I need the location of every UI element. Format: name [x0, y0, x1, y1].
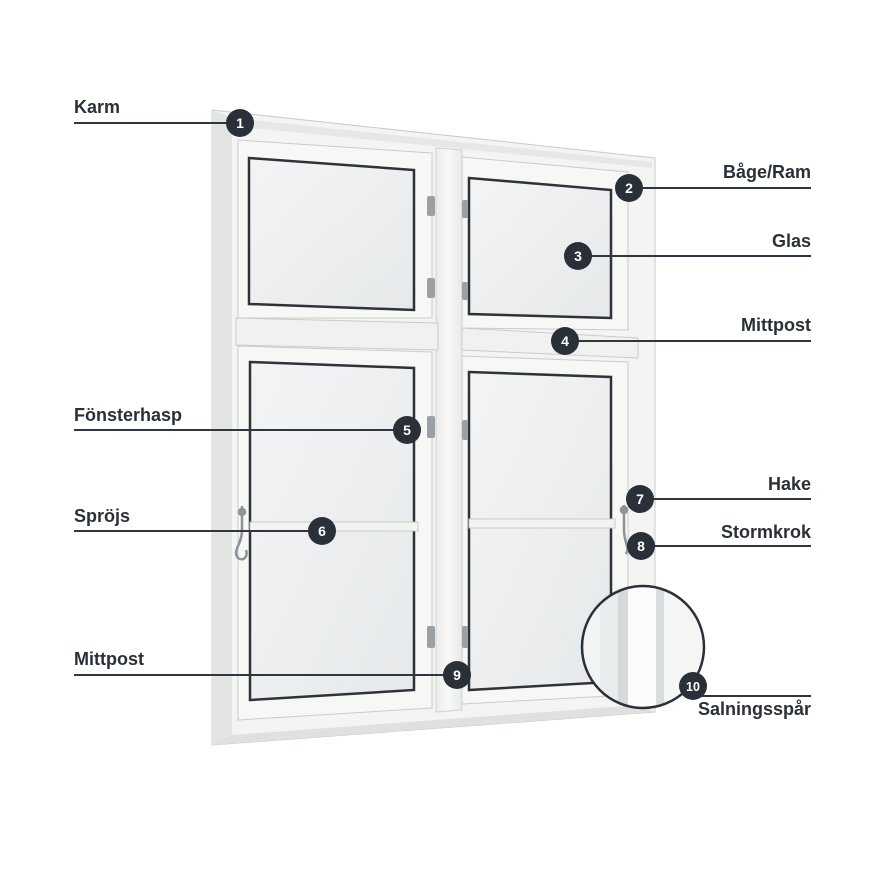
callout-3: 3	[564, 242, 592, 270]
svg-text:7: 7	[636, 491, 644, 507]
svg-text:6: 6	[318, 523, 326, 539]
label-bage-ram: Båge/Ram	[723, 162, 811, 182]
stay-hook-left	[234, 506, 248, 561]
callout-6: 6	[308, 517, 336, 545]
transom-right	[461, 327, 639, 359]
muntin-right	[468, 518, 616, 529]
window-illustration	[211, 109, 706, 746]
svg-text:9: 9	[453, 667, 461, 683]
callout-7: 7	[626, 485, 654, 513]
label-karm: Karm	[74, 97, 120, 117]
label-glas: Glas	[772, 231, 811, 251]
svg-text:3: 3	[574, 248, 582, 264]
svg-text:10: 10	[686, 680, 700, 694]
outer-frame-side	[212, 110, 232, 745]
svg-text:8: 8	[637, 538, 645, 554]
label-sprojs: Spröjs	[74, 506, 130, 526]
part-labels: Karm Båge/Ram Glas Mittpost Fönsterhasp …	[74, 97, 812, 719]
label-mittpost-upper: Mittpost	[741, 315, 811, 335]
zoom-detail	[580, 584, 706, 710]
svg-text:1: 1	[236, 115, 244, 131]
leader-lines	[74, 122, 811, 697]
callout-9: 9	[443, 661, 471, 689]
callout-5: 5	[393, 416, 421, 444]
callout-2: 2	[615, 174, 643, 202]
label-salningsspar: Salningsspår	[698, 699, 811, 719]
stay-hook-right	[619, 505, 629, 555]
outer-frame-bottom	[212, 705, 655, 745]
svg-text:2: 2	[625, 180, 633, 196]
svg-text:4: 4	[561, 333, 569, 349]
callout-8: 8	[627, 532, 655, 560]
callout-4: 4	[551, 327, 579, 355]
callout-1: 1	[226, 109, 254, 137]
hinges	[427, 196, 468, 648]
callout-10: 10	[679, 672, 707, 700]
label-mittpost-lower: Mittpost	[74, 649, 144, 669]
svg-text:5: 5	[403, 422, 411, 438]
label-fonsterhasp: Fönsterhasp	[74, 405, 182, 425]
label-hake: Hake	[768, 474, 811, 494]
label-stormkrok: Stormkrok	[721, 522, 812, 542]
glass-upper-left	[247, 156, 416, 312]
glass-upper-right	[467, 176, 613, 320]
transom-left	[235, 317, 439, 351]
center-mullion	[435, 147, 463, 713]
callout-badges: 1 2 3 4 5 6 7 8	[226, 109, 707, 700]
